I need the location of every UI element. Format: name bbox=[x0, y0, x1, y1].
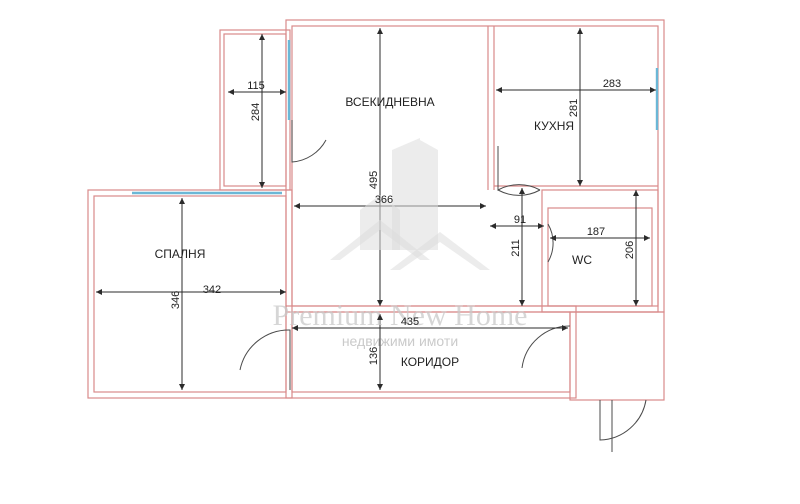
dim-wc-width: 187 bbox=[587, 226, 605, 238]
dim-passage-height: 211 bbox=[510, 239, 522, 257]
dim-corridor-height: 136 bbox=[368, 347, 380, 365]
dimension-arrows bbox=[96, 28, 656, 390]
watermark-subtitle: недвижими имоти bbox=[342, 333, 458, 349]
room-label-corridor: КОРИДОР bbox=[401, 355, 459, 369]
dimension-lines bbox=[96, 28, 656, 390]
dim-corridor-width: 435 bbox=[401, 316, 419, 328]
room-label-wc: WC bbox=[572, 253, 592, 267]
dim-balcony-width: 115 bbox=[247, 80, 265, 92]
dim-bedroom-height: 346 bbox=[170, 291, 182, 309]
dim-balcony-height: 284 bbox=[250, 103, 262, 121]
doors bbox=[239, 120, 647, 452]
windows bbox=[132, 40, 659, 195]
dim-living-width: 366 bbox=[375, 194, 393, 206]
dimension-labels: 115 284 495 366 283 281 91 211 187 206 3… bbox=[170, 78, 636, 365]
walls bbox=[87, 19, 665, 401]
watermark-brand: Premium New Home bbox=[273, 299, 528, 332]
room-label-kitchen: КУХНЯ bbox=[534, 119, 574, 133]
dim-kitchen-width: 283 bbox=[603, 78, 621, 90]
dim-wc-height: 206 bbox=[624, 241, 636, 259]
dim-living-height: 495 bbox=[368, 171, 380, 189]
room-label-living: ВСЕКИДНЕВНА bbox=[345, 95, 434, 109]
room-labels: ВСЕКИДНЕВНА КУХНЯ СПАЛНЯ WC КОРИДОР bbox=[155, 95, 593, 369]
watermark: Premium New Home недвижими имоти bbox=[273, 138, 528, 349]
dim-bedroom-width: 342 bbox=[203, 284, 221, 296]
room-label-bedroom: СПАЛНЯ bbox=[155, 247, 206, 261]
dim-passage-width: 91 bbox=[514, 214, 526, 226]
dim-kitchen-height: 281 bbox=[568, 99, 580, 117]
